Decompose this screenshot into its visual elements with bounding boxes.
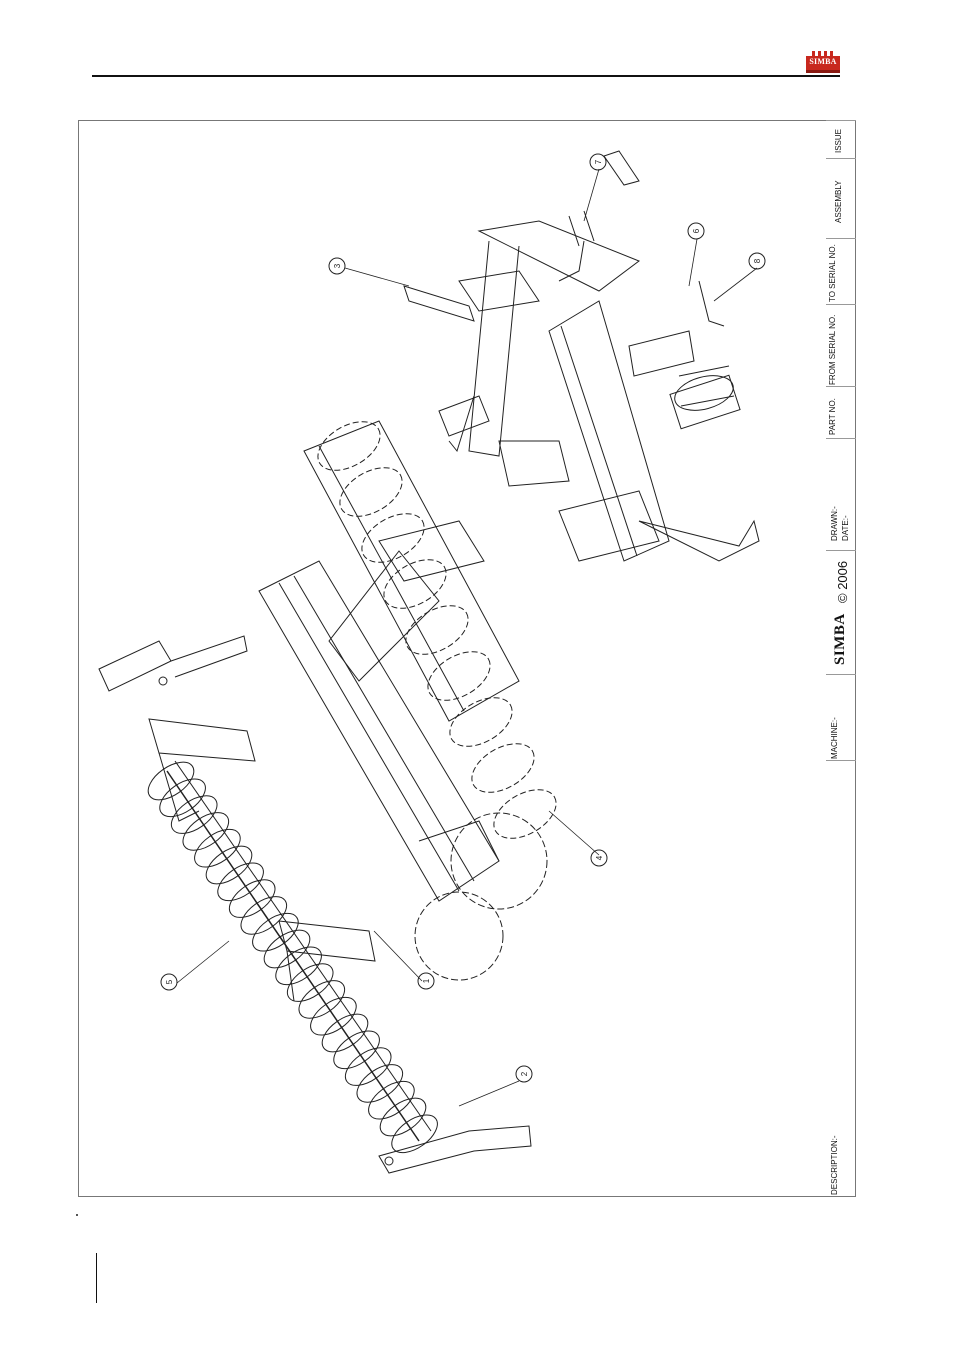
roller-frame	[99, 636, 531, 1173]
to-serial-cell: TO SERIAL NO.	[826, 238, 856, 304]
callout-label-8: 8	[753, 258, 762, 263]
end-disc-blade	[415, 892, 503, 980]
machine-label: MACHINE:-	[830, 717, 839, 759]
disc-blade	[398, 596, 477, 665]
copyright-cell: SIMBA © 2006	[826, 550, 856, 674]
drawn-date-cell: DRAWN:- DATE:-	[826, 438, 856, 550]
page-mark	[76, 1214, 78, 1216]
part-callouts	[161, 154, 765, 1082]
disc-blade	[332, 458, 411, 527]
description-cell: DESCRIPTION:-	[826, 760, 856, 1197]
callout-label-2: 2	[520, 1071, 529, 1076]
part-no-label: PART NO.	[828, 398, 837, 435]
copyright-logo: SIMBA	[832, 613, 849, 665]
callout-label-1: 1	[422, 978, 431, 983]
callout-labels: 3 7 6 8 4 5 1 2	[165, 159, 762, 1076]
disc-blade	[442, 688, 521, 757]
callout-label-4: 4	[595, 855, 604, 860]
issue-label: ISSUE	[834, 129, 843, 153]
callout-leaders	[177, 169, 757, 1106]
date-label: DATE:-	[841, 515, 850, 541]
part-no-cell: PART NO.	[826, 386, 856, 438]
assembly-cell: ASSEMBLY	[826, 158, 856, 238]
exploded-assembly-drawing: 3 7 6 8 4 5 1 2	[79, 121, 825, 1196]
from-serial-cell: FROM SERIAL NO.	[826, 304, 856, 386]
disc-blade	[464, 734, 543, 803]
assembly-label: ASSEMBLY	[834, 180, 843, 223]
from-serial-label: FROM SERIAL NO.	[828, 315, 837, 385]
callout-label-5: 5	[165, 979, 174, 984]
callout-label-6: 6	[692, 228, 701, 233]
disc-blade	[376, 550, 455, 619]
description-label: DESCRIPTION:-	[830, 1135, 839, 1195]
copyright-text: © 2006	[835, 561, 850, 603]
title-block: ISSUE ASSEMBLY TO SERIAL NO. FROM SERIAL…	[826, 120, 856, 1197]
callout-label-7: 7	[594, 159, 603, 164]
machine-cell: MACHINE:-	[826, 674, 856, 760]
footer-rule	[96, 1253, 97, 1303]
cultivator-frame-assembly	[404, 151, 759, 561]
to-serial-label: TO SERIAL NO.	[828, 244, 837, 302]
callout-label-3: 3	[333, 263, 342, 268]
roller-assembly	[142, 755, 444, 1161]
drawn-label: DRAWN:-	[830, 506, 839, 541]
simba-logo-text: SIMBA	[806, 57, 840, 66]
disc-frame-assembly	[259, 412, 564, 980]
simba-logo: SIMBA	[806, 51, 840, 73]
header-rule	[92, 75, 840, 77]
issue-cell: ISSUE	[826, 120, 856, 158]
